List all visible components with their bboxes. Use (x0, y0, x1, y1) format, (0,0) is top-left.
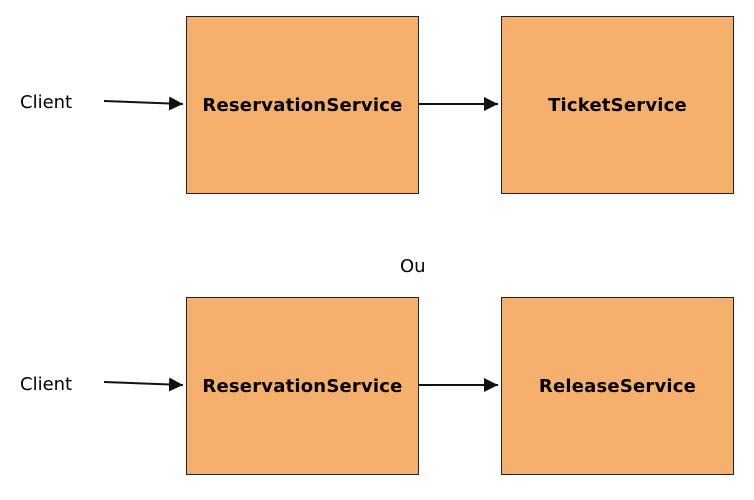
reservation-service-label-top: ReservationService (202, 94, 403, 116)
separator-label: Ou (400, 256, 426, 277)
client-label-top: Client (20, 92, 73, 113)
reservation-service-box-top: ReservationService (186, 16, 419, 194)
reservation-service-box-bottom: ReservationService (186, 297, 419, 475)
ticket-service-label: TicketService (548, 94, 687, 116)
arrow-client-to-reservation-bottom (103, 377, 184, 392)
release-service-label: ReleaseService (538, 375, 697, 397)
reservation-service-label-bottom: ReservationService (202, 375, 403, 397)
release-service-box: ReleaseService (501, 297, 734, 475)
client-label-bottom: Client (20, 374, 73, 395)
arrow-client-to-reservation-top (103, 96, 184, 111)
ticket-service-box: TicketService (501, 16, 734, 194)
